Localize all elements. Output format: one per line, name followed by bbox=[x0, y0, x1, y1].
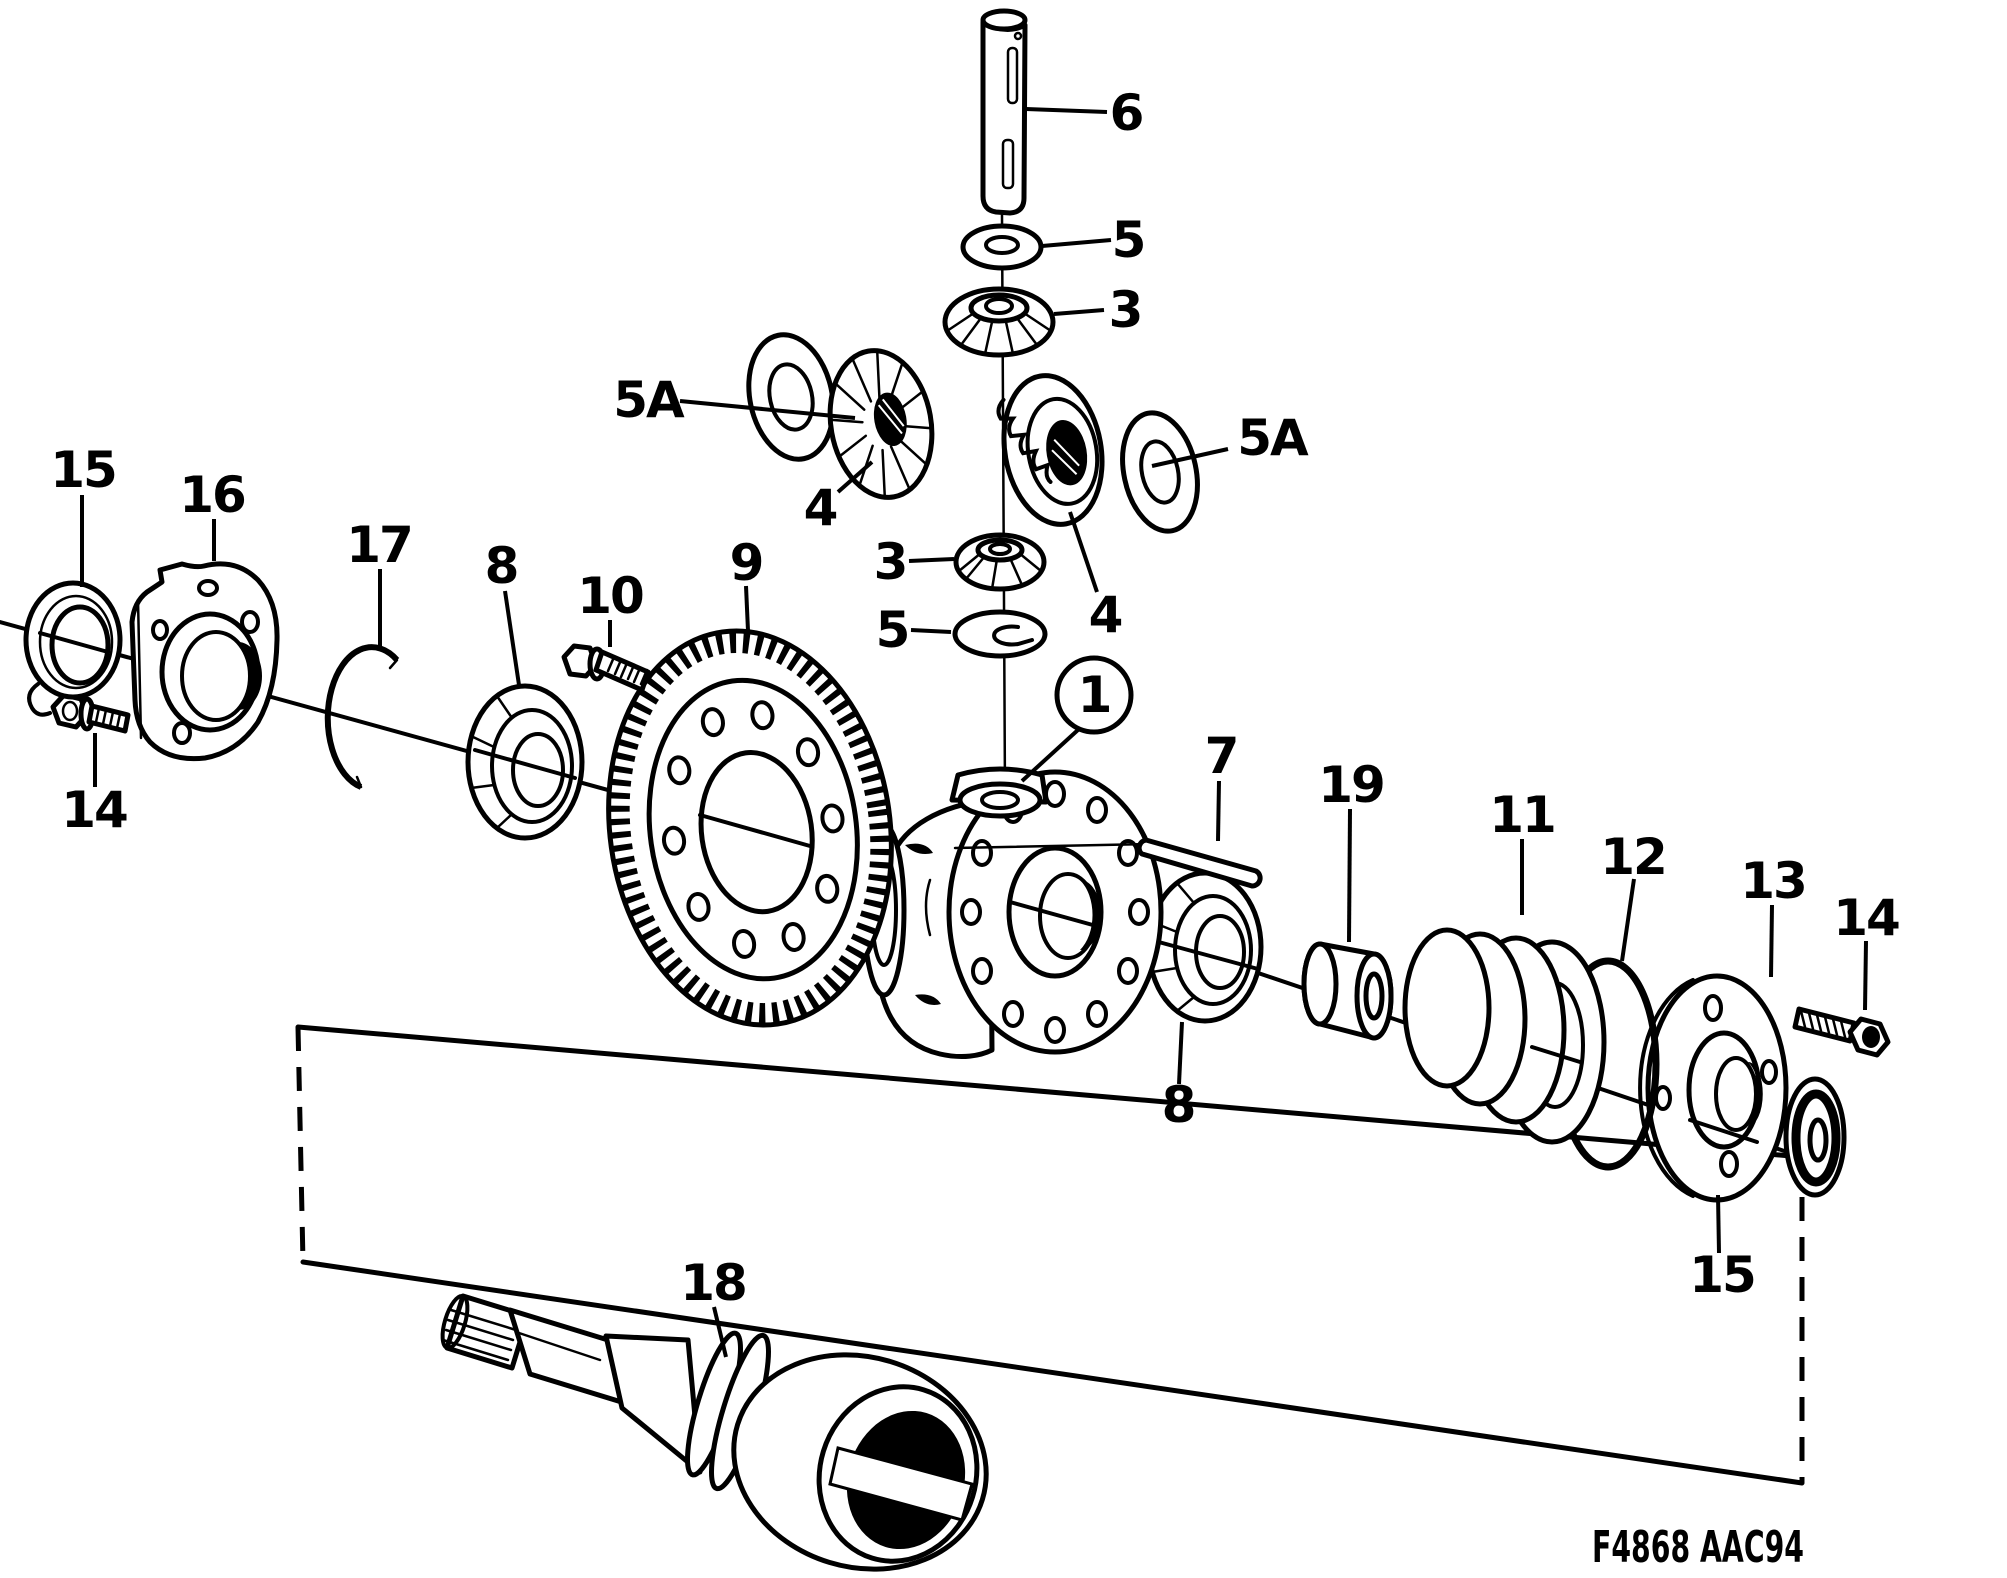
callout-8-right-leader bbox=[1177, 1021, 1184, 1085]
side-gear-4-right bbox=[996, 373, 1105, 527]
spacer-sleeve-19 bbox=[1301, 941, 1394, 1041]
callout-5-upper-leader bbox=[1041, 238, 1112, 248]
callout-14-right-leader bbox=[1863, 940, 1868, 1011]
callout-3-upper: 3 bbox=[1109, 281, 1142, 339]
callout-3-lower: 3 bbox=[874, 533, 907, 591]
spider-gear-3-lower bbox=[953, 532, 1047, 592]
callout-3-upper-leader bbox=[1053, 308, 1105, 316]
callout-8-right: 8 bbox=[1162, 1076, 1195, 1134]
callout-5a-right-leader bbox=[1151, 447, 1229, 468]
callout-1: 1 bbox=[1078, 666, 1111, 724]
callout-11: 11 bbox=[1489, 786, 1555, 844]
callout-15-right: 15 bbox=[1689, 1246, 1755, 1304]
oil-seal-15-right bbox=[1783, 1076, 1847, 1198]
callout-4-left: 4 bbox=[804, 479, 837, 537]
callout-13-leader bbox=[1769, 904, 1774, 978]
callout-5-lower: 5 bbox=[876, 601, 909, 659]
side-washer-5a-right bbox=[1120, 410, 1200, 534]
callout-9: 9 bbox=[730, 534, 763, 592]
side-washer-5a-left bbox=[746, 332, 836, 462]
bolt-14-left bbox=[50, 692, 131, 734]
callout-14-right: 14 bbox=[1833, 889, 1899, 947]
callout-15-left: 15 bbox=[50, 441, 116, 499]
final-drive-ring-gear-9 bbox=[606, 628, 894, 1028]
callout-19: 19 bbox=[1318, 756, 1384, 814]
callout-3-lower-leader bbox=[908, 557, 955, 563]
callout-14-left: 14 bbox=[61, 781, 127, 839]
callout-8-left: 8 bbox=[485, 537, 518, 595]
bearing-8-right bbox=[1146, 870, 1264, 1024]
callout-15-right-leader bbox=[1716, 1194, 1721, 1254]
callout-7-leader bbox=[1216, 780, 1221, 842]
callout-5-upper: 5 bbox=[1112, 211, 1145, 269]
callout-19-leader bbox=[1347, 808, 1352, 943]
callout-5a-right: 5A bbox=[1237, 409, 1309, 467]
bearing-retainer-16 bbox=[129, 561, 280, 762]
thrust-washer-5-upper bbox=[960, 223, 1044, 271]
callout-1-leader bbox=[1020, 727, 1081, 783]
spider-gear-3-upper bbox=[942, 286, 1056, 358]
snap-ring-17 bbox=[324, 644, 400, 790]
bearing-8-left bbox=[465, 683, 585, 841]
pinion-shaft-6 bbox=[980, 8, 1028, 216]
lock-pin-7 bbox=[953, 837, 1263, 889]
bolt-14-right bbox=[1792, 1006, 1891, 1058]
callout-18-leader bbox=[712, 1306, 728, 1358]
callout-13: 13 bbox=[1740, 852, 1806, 910]
lock-washer-5-lower bbox=[952, 609, 1048, 659]
spring-washer-stack-11 bbox=[1402, 927, 1607, 1145]
callout-6: 6 bbox=[1110, 84, 1143, 142]
figure-code: F4868 AAC94 bbox=[1592, 1522, 1804, 1573]
bolt-10 bbox=[561, 643, 651, 693]
end-cover-13 bbox=[1638, 973, 1789, 1203]
callout-10: 10 bbox=[577, 567, 643, 625]
callout-5a-left-leader bbox=[679, 399, 856, 420]
callout-12-leader bbox=[1620, 878, 1636, 962]
callout-4-right-leader bbox=[1068, 511, 1099, 593]
callout-5a-left: 5A bbox=[613, 371, 685, 429]
cv-joint-18 bbox=[440, 1293, 989, 1572]
callout-4-left-leader bbox=[836, 460, 874, 494]
callout-8-left-leader bbox=[503, 590, 521, 686]
callout-16: 16 bbox=[179, 466, 245, 524]
callout-9-leader bbox=[744, 585, 750, 632]
callout-1-circle bbox=[1054, 655, 1134, 735]
callout-17: 17 bbox=[346, 516, 412, 574]
callout-5-lower-leader bbox=[910, 628, 952, 634]
callout-6-leader bbox=[1025, 107, 1108, 114]
callout-18: 18 bbox=[680, 1254, 746, 1312]
callout-4-right: 4 bbox=[1089, 586, 1122, 644]
side-gear-4-left bbox=[827, 348, 935, 500]
callout-12: 12 bbox=[1600, 828, 1666, 886]
oil-seal-15-left bbox=[23, 580, 123, 717]
callout-7: 7 bbox=[1205, 727, 1238, 785]
